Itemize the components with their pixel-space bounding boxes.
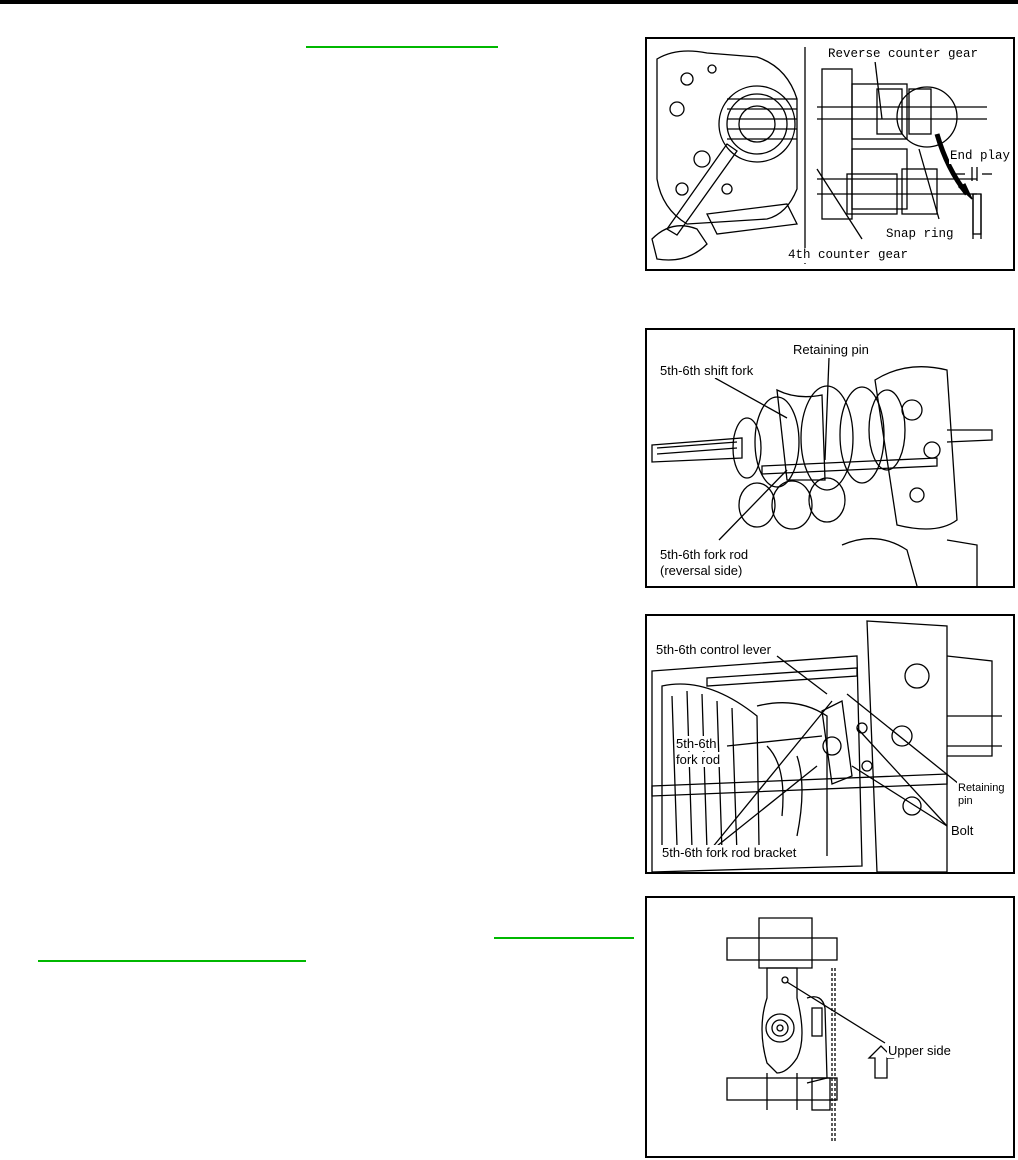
label-control-lever: 5th-6th control lever — [655, 642, 772, 657]
figure-upper-side: Upper side — [645, 896, 1015, 1158]
figure-end-play: Reverse counter gear End play Snap ring … — [645, 37, 1015, 271]
figure-shift-fork: Retaining pin 5th-6th shift fork 5th-6th… — [645, 328, 1015, 588]
reference-link-2b[interactable] — [38, 960, 306, 962]
shift-fork-illustration — [651, 357, 993, 586]
label-fork-rod: 5th-6th fork rod — [659, 547, 750, 562]
label-fork-rod-line2: fork rod — [675, 752, 722, 767]
label-end-play: End play — [949, 149, 1012, 164]
control-lever-illustration — [651, 620, 1002, 872]
upper-side-illustration — [726, 917, 895, 1143]
label-bolt: Bolt — [950, 823, 975, 838]
label-retaining-line1: Retaining — [957, 781, 1006, 796]
label-fork-rod-line1: 5th-6th — [675, 736, 718, 751]
reference-link-1[interactable] — [306, 46, 498, 48]
reference-link-2a[interactable] — [494, 937, 634, 939]
label-snap-ring: Snap ring — [885, 227, 955, 242]
label-retaining-line2: pin — [957, 794, 974, 809]
label-4th-counter-gear: 4th counter gear — [787, 248, 910, 263]
top-rule — [0, 0, 1018, 4]
label-retaining-pin: Retaining pin — [792, 342, 870, 357]
end-play-illustration — [651, 47, 992, 264]
figure-control-lever: 5th-6th control lever 5th-6th fork rod R… — [645, 614, 1015, 874]
label-reverse-counter-gear: Reverse counter gear — [827, 47, 980, 62]
label-fork-rod-bracket: 5th-6th fork rod bracket — [661, 845, 798, 860]
label-upper-side: Upper side — [887, 1043, 952, 1058]
label-fork-rod-note: (reversal side) — [659, 563, 744, 578]
label-shift-fork: 5th-6th shift fork — [659, 363, 755, 378]
